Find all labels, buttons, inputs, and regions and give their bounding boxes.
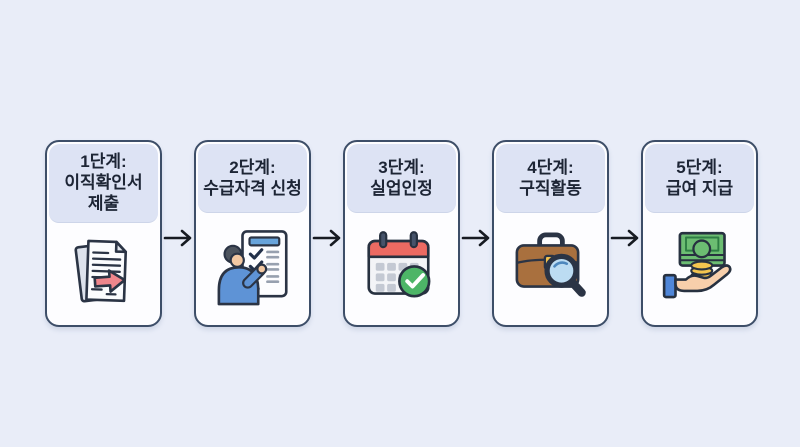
step-3-title: 3단계: 실업인정 (347, 144, 456, 213)
step-2-icon-area (196, 213, 309, 325)
step-title-line: 실업인정 (370, 178, 433, 198)
briefcase-magnifier-icon (515, 232, 586, 297)
step-title-line: 이직확인서 (64, 173, 143, 192)
step-title-line: 수급자격 신청 (203, 178, 302, 198)
step-title-line: 5단계: (676, 157, 723, 177)
calendar-check-icon (366, 231, 430, 298)
step-3-icon-area (345, 213, 458, 325)
step-card-1: 1단계: 이직확인서 제출 (45, 140, 162, 327)
step-title-line: 제출 (87, 194, 120, 213)
step-4-title: 4단계: 구직활동 (496, 144, 605, 213)
flow-arrow-2 (311, 140, 343, 248)
step-title-line: 2단계: (229, 157, 276, 177)
flow-arrow-4 (609, 140, 641, 248)
step-1-icon-area (47, 223, 160, 325)
step-4-icon-area (494, 213, 607, 325)
documents-with-arrow-icon (73, 239, 127, 303)
step-2-title: 2단계: 수급자격 신청 (198, 144, 307, 213)
flow-arrow-3 (460, 140, 492, 248)
flow-arrow-1 (162, 140, 194, 248)
step-title-line: 1단계: (80, 152, 127, 171)
right-arrow-icon (312, 229, 341, 247)
step-5-title: 5단계: 급여 지급 (645, 144, 754, 213)
step-title-line: 4단계: (527, 157, 574, 177)
step-5-icon-area (643, 213, 756, 325)
right-arrow-icon (461, 229, 490, 247)
process-flow: 1단계: 이직확인서 제출 (45, 140, 758, 327)
person-checklist-icon (217, 230, 288, 306)
step-title-line: 구직활동 (519, 178, 582, 198)
step-card-5: 5단계: 급여 지급 (641, 140, 758, 327)
right-arrow-icon (163, 229, 192, 247)
money-in-hand-icon (662, 231, 732, 299)
step-card-4: 4단계: 구직활동 (492, 140, 609, 327)
step-card-2: 2단계: 수급자격 신청 (194, 140, 311, 327)
step-1-title: 1단계: 이직확인서 제출 (49, 144, 158, 223)
step-card-3: 3단계: 실업인정 (343, 140, 460, 327)
right-arrow-icon (610, 229, 639, 247)
step-title-line: 급여 지급 (665, 178, 734, 198)
step-title-line: 3단계: (378, 157, 425, 177)
